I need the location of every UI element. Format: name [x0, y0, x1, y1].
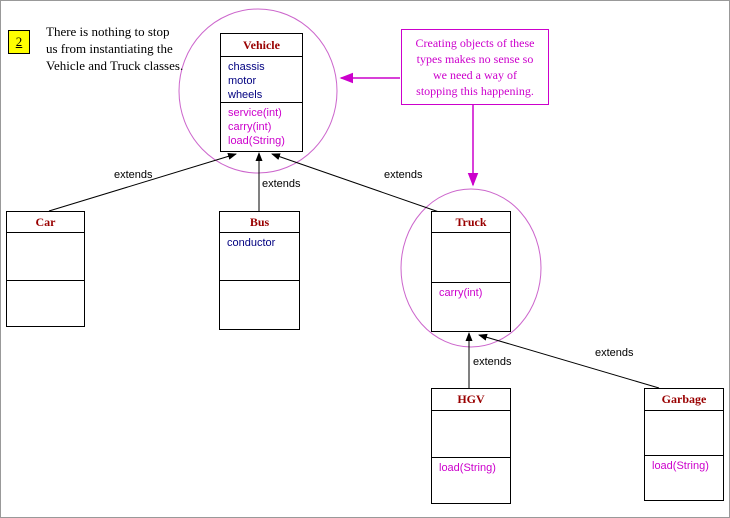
class-garbage-title: Garbage [661, 392, 707, 406]
edge-car-vehicle [48, 152, 237, 212]
method: carry(int) [439, 287, 483, 299]
caption-line: us from instantiating the [46, 41, 173, 56]
edge-label-garbage-truck: extends [595, 347, 634, 359]
class-bus-attributes: conductor [220, 232, 299, 280]
note-line: types makes no sense so [416, 52, 534, 66]
method: service(int) [228, 107, 282, 119]
class-garbage-attributes [645, 410, 723, 455]
edge-label-bus-vehicle: extends [262, 178, 301, 190]
method: carry(int) [228, 121, 272, 133]
class-car-methods [7, 280, 84, 326]
class-garbage-methods: load(String) [645, 455, 723, 500]
class-car: Car [6, 211, 85, 327]
note-line: Creating objects of these [415, 36, 535, 50]
class-truck-methods: carry(int) [432, 282, 510, 331]
edge-label-car-vehicle: extends [114, 169, 153, 181]
caption-line: Vehicle and Truck classes. [46, 58, 184, 73]
class-car-title: Car [35, 215, 56, 229]
method: load(String) [439, 462, 496, 474]
class-bus-methods [220, 280, 299, 329]
class-vehicle-methods: service(int) carry(int) load(String) [221, 102, 302, 151]
edge-truck-vehicle [271, 153, 440, 213]
attribute: wheels [228, 89, 263, 101]
edge-label-truck-vehicle: extends [384, 169, 423, 181]
note-box: Creating objects of these types makes no… [401, 29, 549, 105]
method: load(String) [652, 460, 709, 472]
attribute: conductor [227, 237, 276, 249]
class-car-attributes [7, 232, 84, 280]
class-truck-attributes [432, 232, 510, 282]
edge-garbage-truck [478, 333, 660, 389]
note-line: we need a way of [433, 68, 517, 82]
method: load(String) [228, 135, 285, 147]
attribute: chassis [228, 61, 265, 73]
class-garbage: Garbage load(String) [644, 388, 724, 501]
caption-text: There is nothing to stop us from instant… [46, 23, 196, 74]
truck-highlight-ellipse [400, 188, 542, 348]
edge-label-hgv-truck: extends [473, 356, 512, 368]
class-hgv-attributes [432, 410, 510, 457]
slide-number-badge: 2 [8, 30, 30, 54]
note-line: stopping this happening. [416, 84, 534, 98]
class-vehicle-attributes: chassis motor wheels [221, 56, 302, 102]
class-bus: Bus conductor [219, 211, 300, 330]
class-hgv-title: HGV [457, 392, 485, 406]
class-bus-title: Bus [249, 215, 270, 229]
class-truck-title: Truck [455, 215, 487, 229]
class-vehicle-title: Vehicle [243, 38, 280, 52]
caption-line: There is nothing to stop [46, 24, 170, 39]
class-hgv-methods: load(String) [432, 457, 510, 503]
class-truck: Truck carry(int) [431, 211, 511, 332]
vehicle-highlight-ellipse [178, 8, 338, 174]
class-vehicle: Vehicle chassis motor wheels service(int… [220, 33, 303, 152]
attribute: motor [228, 75, 257, 87]
class-hgv: HGV load(String) [431, 388, 511, 504]
